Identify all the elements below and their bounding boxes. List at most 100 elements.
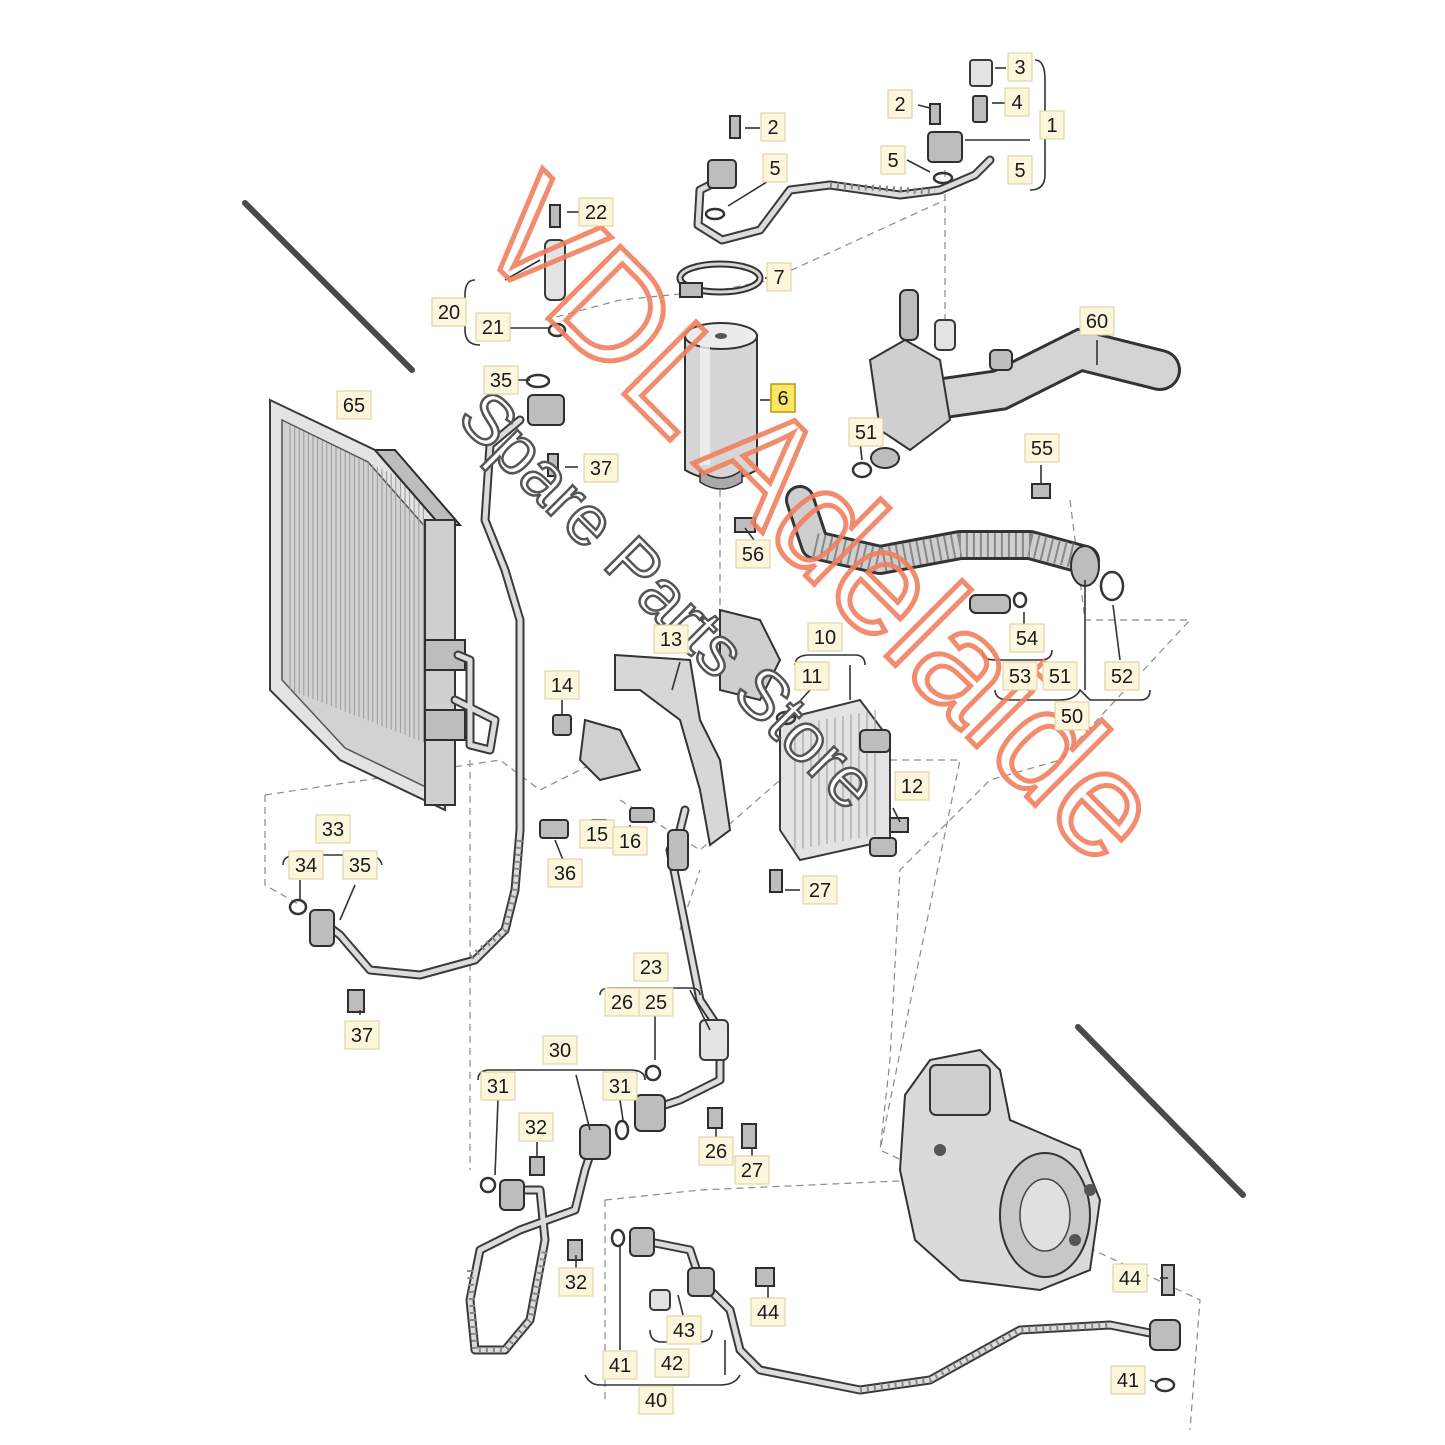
callout-number: 31: [609, 1076, 631, 1098]
callout-box: [602, 1071, 638, 1101]
callout-34: 34: [288, 850, 324, 880]
callout-number: 16: [619, 831, 641, 853]
watermark-slash-top: [242, 200, 415, 373]
callout-box: [770, 383, 796, 413]
callout-number: 10: [814, 627, 836, 649]
callout-35: 35: [342, 850, 378, 880]
lower-left-line: [465, 1124, 611, 1355]
callout-25: 25: [638, 987, 674, 1017]
callout-32: 32: [558, 1267, 594, 1297]
callout-12: 12: [894, 771, 930, 801]
callout-number: 5: [769, 158, 780, 180]
callout-box: [602, 1350, 638, 1380]
callout-27: 27: [734, 1155, 770, 1185]
callout-55: 55: [1024, 433, 1060, 463]
callout-53: 53: [1002, 661, 1038, 691]
callout-number: 27: [741, 1160, 763, 1182]
callout-22: 22: [578, 197, 614, 227]
callout-44: 44: [750, 1297, 786, 1327]
callout-number: 54: [1016, 628, 1038, 650]
callout-number: 33: [322, 819, 344, 841]
callout-number: 20: [438, 302, 460, 324]
callout-box: [766, 262, 792, 292]
callout-number: 32: [525, 1117, 547, 1139]
callout-15: 15: [579, 819, 615, 849]
callout-box: [802, 875, 838, 905]
callout-box: [1004, 87, 1030, 117]
callout-5: 5: [1007, 155, 1033, 185]
callout-50: 50: [1054, 701, 1090, 731]
callout-1: 1: [1039, 110, 1065, 140]
callout-number: 12: [901, 776, 923, 798]
callout-number: 41: [1117, 1370, 1139, 1392]
callout-box: [558, 1267, 594, 1297]
callout-42: 42: [654, 1348, 690, 1378]
callout-number: 44: [757, 1302, 779, 1324]
callout-box: [315, 814, 351, 844]
callout-number: 26: [611, 992, 633, 1014]
callout-box: [807, 622, 843, 652]
callout-number: 37: [590, 458, 612, 480]
callout-40: 40: [638, 1385, 674, 1415]
callout-14: 14: [544, 670, 580, 700]
callout-6: 6: [770, 383, 796, 413]
callout-number: 35: [349, 855, 371, 877]
callout-box: [1042, 661, 1078, 691]
callout-number: 44: [1119, 1268, 1141, 1290]
callout-box: [1054, 701, 1090, 731]
callout-35: 35: [483, 365, 519, 395]
callout-21: 21: [475, 312, 511, 342]
callout-box: [1002, 661, 1038, 691]
callout-box: [638, 987, 674, 1017]
callout-box: [342, 850, 378, 880]
callout-33: 33: [315, 814, 351, 844]
callout-43: 43: [666, 1315, 702, 1345]
callout-box: [750, 1297, 786, 1327]
callout-box: [604, 987, 640, 1017]
callout-box: [1007, 52, 1033, 82]
callout-box: [288, 850, 324, 880]
callout-number: 41: [609, 1355, 631, 1377]
callout-box: [1039, 110, 1065, 140]
ac-compressor: [898, 1048, 1102, 1292]
callout-10: 10: [807, 622, 843, 652]
callout-41: 41: [602, 1350, 638, 1380]
callout-number: 50: [1061, 706, 1083, 728]
callout-number: 3: [1014, 57, 1025, 79]
callout-number: 27: [809, 880, 831, 902]
callout-box: [666, 1315, 702, 1345]
callout-5: 5: [880, 145, 906, 175]
callout-52: 52: [1104, 661, 1140, 691]
callout-51: 51: [848, 417, 884, 447]
watermark-slash-bottom: [1075, 1024, 1246, 1198]
callout-box: [848, 417, 884, 447]
callout-box: [1007, 155, 1033, 185]
callout-box: [698, 1136, 734, 1166]
callout-number: 40: [645, 1390, 667, 1412]
callout-number: 52: [1111, 666, 1133, 688]
middle-refrigerant-line: [614, 805, 757, 1149]
callout-number: 26: [705, 1141, 727, 1163]
receiver-drier: [684, 322, 758, 490]
callout-number: 5: [887, 150, 898, 172]
callout-box: [612, 826, 648, 856]
callout-31: 31: [602, 1071, 638, 1101]
callout-number: 34: [295, 855, 317, 877]
callout-box: [633, 952, 669, 982]
callout-number: 2: [767, 117, 778, 139]
upper-refrigerant-line: [693, 59, 995, 245]
callout-box: [654, 1348, 690, 1378]
callout-box: [653, 624, 689, 654]
callout-number: 51: [855, 422, 877, 444]
callout-number: 1: [1046, 115, 1057, 137]
callout-number: 32: [565, 1272, 587, 1294]
callout-number: 23: [640, 957, 662, 979]
callout-number: 14: [551, 675, 573, 697]
callout-30: 30: [542, 1035, 578, 1065]
condenser: [269, 398, 500, 812]
callout-32: 32: [518, 1112, 554, 1142]
callout-box: [760, 112, 786, 142]
callout-number: 15: [586, 824, 608, 846]
